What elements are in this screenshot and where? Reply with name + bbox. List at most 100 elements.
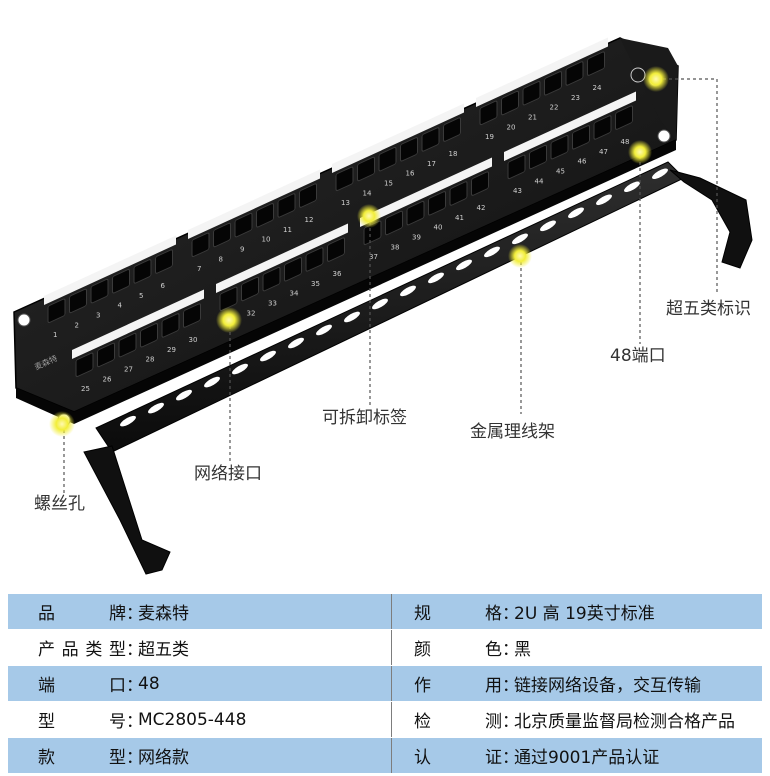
port-number-label: 41 [455, 214, 464, 222]
port-number-label: 19 [485, 133, 494, 141]
port-number-label: 46 [578, 158, 587, 166]
cable-slot [176, 389, 192, 401]
port-number-label: 10 [262, 236, 271, 244]
highlight-markers [49, 66, 669, 437]
port-number-label: 29 [167, 346, 176, 354]
port-number-label: 6 [161, 282, 166, 290]
cable-slot [484, 246, 500, 258]
port-number-label: 15 [384, 179, 393, 187]
port-number-label: 23 [571, 94, 580, 102]
callout-leader-lines [63, 78, 718, 494]
rj45-port [550, 134, 569, 160]
spec-cell-left: 产品类型：超五类 [8, 629, 392, 666]
rj45-port [262, 266, 281, 292]
cable-slot [316, 324, 332, 336]
rj45-port [406, 200, 425, 226]
cable-slot [512, 233, 528, 245]
rj45-port [47, 298, 66, 324]
port-number-label: 44 [535, 177, 544, 185]
spec-cell-left: 款 型：网络款 [8, 737, 392, 774]
removable-label-strip [332, 103, 464, 173]
port-number-label: 32 [247, 309, 256, 317]
port-number-label: 33 [268, 299, 277, 307]
port-number-label: 14 [363, 189, 372, 197]
port-number-label: 42 [477, 204, 486, 212]
rj45-port [529, 144, 547, 170]
cable-slot [652, 168, 668, 180]
port-number-label: 39 [412, 233, 421, 241]
removable-label-strip [188, 169, 320, 239]
cable-slot [400, 285, 416, 297]
spec-value: 链接网络设备，交互传输 [514, 676, 701, 696]
cable-manager-slots [120, 168, 668, 427]
port-number-label: 40 [434, 224, 443, 232]
spec-cell-right: 检 测：北京质量监督局检测合格产品 [391, 701, 762, 738]
rj45-port [572, 125, 590, 150]
port-number-label: 35 [311, 280, 320, 288]
cable-slot [596, 194, 612, 206]
spec-value: 超五类 [138, 640, 189, 660]
port-number-label: 13 [341, 199, 350, 207]
rj45-port [335, 166, 354, 192]
port-number-label: 3 [96, 311, 100, 319]
marker-removable-label [357, 204, 381, 228]
rj45-port [400, 137, 418, 162]
rj45-port [615, 105, 633, 130]
rj45-port [191, 232, 210, 258]
removable-label-strip [216, 223, 348, 293]
cable-slot [204, 376, 220, 388]
cable-slot [568, 207, 584, 219]
rj45-port [277, 193, 296, 218]
cable-slot [148, 402, 164, 414]
spec-cell-right: 认 证：通过9001产品认证 [391, 737, 762, 774]
rj45-port [112, 269, 130, 294]
removable-label-strip [44, 235, 176, 305]
spec-label: 产品类型 [38, 640, 126, 660]
rj45-port [522, 80, 541, 106]
screw-hole-right-bottom [657, 129, 671, 143]
port-number-label: 4 [118, 302, 123, 310]
rj45-port [544, 71, 562, 96]
callout-cat5e-mark: 超五类标识 [666, 299, 751, 319]
rj45-port [90, 278, 109, 304]
patch-panel-illustration: 1234567891011121314151617181920212223242… [13, 37, 753, 575]
callout-removable-label: 可拆卸标签 [322, 408, 407, 428]
cable-slot [428, 272, 444, 284]
port-number-label: 25 [81, 385, 90, 393]
rj45-port [385, 210, 403, 236]
rj45-port [501, 90, 519, 116]
spec-value: 通过9001产品认证 [514, 748, 660, 768]
rj45-port [479, 100, 498, 126]
spec-row: 品 牌：麦森特 规 格：2U 高 19英寸标准 [8, 594, 762, 630]
cable-slot [624, 181, 640, 193]
port-number-label: 47 [599, 148, 608, 156]
port-number-label: 16 [406, 170, 415, 178]
spec-label: 颜 色 [414, 640, 502, 660]
rj45-port [593, 115, 612, 140]
rj45-port [140, 323, 158, 348]
port-number-label: 12 [305, 216, 314, 224]
rj45-port [471, 171, 489, 196]
rj45-port [118, 332, 137, 358]
spec-row: 型 号：MC2805-448 检 测：北京质量监督局检测合格产品 [8, 701, 762, 738]
port-number-label: 24 [593, 84, 602, 92]
rj45-port [327, 237, 345, 262]
port-number-label: 21 [528, 113, 537, 121]
port-number-label: 45 [556, 167, 565, 175]
port-number-label: 38 [391, 243, 400, 251]
port-number-label: 18 [449, 150, 458, 158]
spec-label: 端 口 [38, 676, 126, 696]
port-number-label: 43 [513, 187, 522, 195]
port-number-label: 34 [290, 290, 299, 298]
spec-cell-right: 颜 色：黑 [391, 629, 762, 666]
rj45-port [183, 303, 201, 328]
rj45-port [305, 247, 324, 272]
spec-value: 网络款 [138, 748, 189, 768]
removable-label-strip [72, 289, 204, 359]
spec-table-body: 品 牌：麦森特 规 格：2U 高 19英寸标准 产品类型：超五类 颜 色：黑 端… [8, 594, 762, 774]
spec-label: 规 格 [414, 604, 502, 624]
spec-label: 型 号 [38, 712, 126, 732]
port-number-label: 27 [124, 365, 133, 373]
